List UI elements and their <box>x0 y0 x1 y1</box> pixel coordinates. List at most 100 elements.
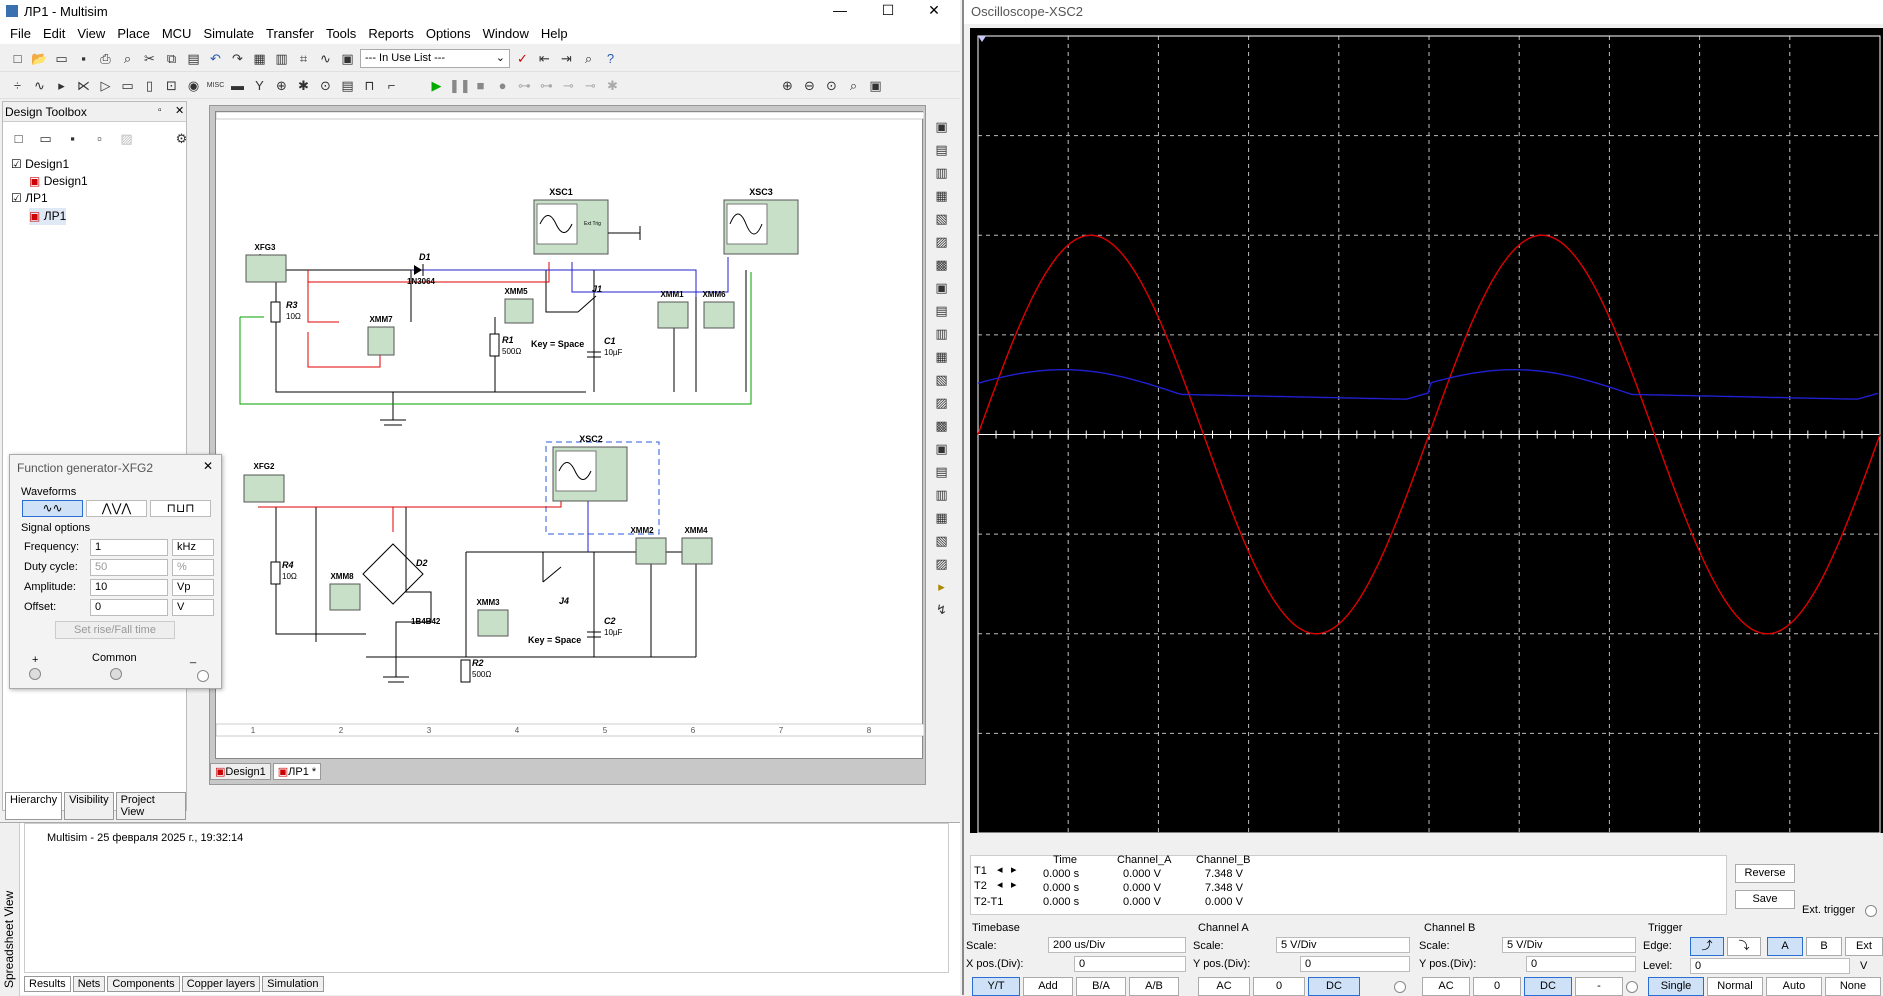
redo-icon[interactable]: ↷ <box>232 51 243 66</box>
tree-item-lr1-sheet[interactable]: ▣ ЛР1 <box>29 208 67 225</box>
spectrum-analyzer-icon[interactable]: ▨ <box>935 395 948 410</box>
delete-icon[interactable]: ▨ <box>120 131 133 146</box>
close-panel-icon[interactable]: ✕ <box>175 105 185 117</box>
advanced-icon[interactable]: ▬ <box>231 78 244 93</box>
tree-item-design1-sheet[interactable]: ▣ Design1 <box>29 174 88 188</box>
tree-item-lr1[interactable]: ☑ ЛР1 <box>11 191 48 205</box>
iv-analyzer-icon[interactable]: ▦ <box>935 349 948 364</box>
tab-copper-layers[interactable]: Copper layers <box>181 976 261 992</box>
save-icon[interactable]: ▪ <box>81 51 86 66</box>
tektronix-icon[interactable]: ▦ <box>935 510 948 525</box>
multimeter-icon[interactable]: ▣ <box>935 119 948 134</box>
pin-icon[interactable]: ▫ <box>158 105 162 116</box>
grapher-icon[interactable]: ⌗ <box>299 51 308 66</box>
sheet-tab-design1[interactable]: ▣Design1 <box>210 763 271 780</box>
back-annotate-icon[interactable]: ⇤ <box>539 51 550 66</box>
zoom-in-icon[interactable]: ⊕ <box>782 78 793 93</box>
open-icon[interactable]: ▭ <box>39 131 52 146</box>
channel-a-ac-button[interactable]: AC <box>1198 977 1250 996</box>
full-screen-icon[interactable]: ▣ <box>869 78 882 93</box>
r4-symbol[interactable] <box>270 561 281 585</box>
offset-input[interactable]: 0 <box>90 599 168 616</box>
xmm7-symbol[interactable] <box>367 326 395 356</box>
cut-icon[interactable]: ✂ <box>144 51 155 66</box>
xmm3-symbol[interactable] <box>477 609 509 637</box>
amplitude-input[interactable]: 10 <box>90 579 168 596</box>
bus-icon[interactable]: ⊓ <box>364 78 375 93</box>
trigger-level-input[interactable]: 0 <box>1690 958 1850 974</box>
t2-right-arrow-icon[interactable]: ▸ <box>1011 879 1017 891</box>
wattmeter-icon[interactable]: ▥ <box>935 165 948 180</box>
probe2-icon[interactable]: ⊶ <box>518 78 531 93</box>
analog-icon[interactable]: ▷ <box>100 78 111 93</box>
mcu-icon[interactable]: ✱ <box>298 78 309 93</box>
new-icon[interactable]: □ <box>13 51 22 66</box>
oscilloscope-screen[interactable] <box>970 28 1883 834</box>
timebase-scale-input[interactable]: 200 us/Div <box>1048 937 1186 953</box>
agilent-multimeter-icon[interactable]: ▤ <box>935 464 948 479</box>
ext-trigger-terminal-icon[interactable] <box>1865 905 1877 917</box>
save-button[interactable]: Save <box>1735 890 1795 909</box>
t1-left-arrow-icon[interactable]: ◂ <box>997 864 1003 876</box>
t2-left-arrow-icon[interactable]: ◂ <box>997 879 1003 891</box>
mixed-icon[interactable]: ⊡ <box>166 78 177 93</box>
diode-icon[interactable]: ▸ <box>58 78 65 93</box>
t1-right-arrow-icon[interactable]: ▸ <box>1011 864 1017 876</box>
cmos-icon[interactable]: ▯ <box>145 78 154 93</box>
zoom-area-icon[interactable]: ⊙ <box>826 78 837 93</box>
indicator-icon[interactable]: ◉ <box>187 78 200 93</box>
hierarchical-icon[interactable]: ▤ <box>341 78 354 93</box>
minimize-icon[interactable]: — <box>833 2 847 18</box>
set-rise-fall-button[interactable]: Set rise/Fall time <box>55 621 175 639</box>
zoom-fit-icon[interactable]: ⌕ <box>849 78 858 93</box>
r3-symbol[interactable] <box>270 301 281 323</box>
trigger-source-a-button[interactable]: A <box>1767 937 1803 956</box>
four-channel-oscilloscope-icon[interactable]: ▧ <box>935 211 948 226</box>
menu-simulate[interactable]: Simulate <box>203 25 255 41</box>
transistor-icon[interactable]: ⋉ <box>77 78 90 93</box>
probe5-icon[interactable]: ⊸ <box>585 78 596 93</box>
triangle-wave-button[interactable]: ⋀⋁⋀ <box>86 500 147 517</box>
duty-cycle-input[interactable]: 50 <box>90 559 168 576</box>
timebase-xpos-input[interactable]: 0 <box>1074 956 1186 972</box>
d1-symbol[interactable] <box>414 265 422 275</box>
open-folder-icon[interactable]: ▭ <box>55 51 68 66</box>
common-terminal-icon[interactable] <box>110 668 122 680</box>
basic-icon[interactable]: ∿ <box>34 78 45 93</box>
copy-icon[interactable]: ⧉ <box>166 51 177 66</box>
maximize-icon[interactable]: ☐ <box>881 2 895 18</box>
channel-b-zero-button[interactable]: 0 <box>1473 977 1521 996</box>
bode-plotter-icon[interactable]: ▨ <box>935 234 948 249</box>
a-b-button[interactable]: A/B <box>1129 977 1179 996</box>
sheet-tab-lr1[interactable]: ▣ЛР1 * <box>272 763 322 780</box>
tab-hierarchy[interactable]: Hierarchy <box>5 792 63 820</box>
tab-nets[interactable]: Nets <box>72 976 106 992</box>
xmm2-symbol[interactable] <box>635 537 667 565</box>
oscilloscope-icon[interactable]: ▦ <box>935 188 948 203</box>
probe-icon[interactable]: ● <box>498 78 507 93</box>
channel-a-zero-button[interactable]: 0 <box>1253 977 1305 996</box>
print-preview-icon[interactable]: ⌕ <box>123 51 132 66</box>
menu-place[interactable]: Place <box>117 25 150 41</box>
pause-icon[interactable]: ❚❚ <box>449 78 471 93</box>
menu-help[interactable]: Help <box>540 25 568 41</box>
save-icon[interactable]: ▪ <box>70 131 75 146</box>
new-sheet-icon[interactable]: ▫ <box>97 131 102 146</box>
falling-edge-button[interactable]: ⤵ <box>1727 937 1761 956</box>
square-wave-button[interactable]: ⊓⊔⊓ <box>150 500 211 517</box>
yt-button[interactable]: Y/T <box>972 977 1020 996</box>
settings-icon[interactable]: ⚙ <box>175 131 188 146</box>
xmm1-symbol[interactable] <box>657 301 689 329</box>
close-icon[interactable]: ✕ <box>928 2 940 18</box>
logic-converter-icon[interactable]: ▤ <box>935 303 948 318</box>
tab-simulation[interactable]: Simulation <box>262 976 324 992</box>
zoom-out-icon[interactable]: ⊖ <box>804 78 815 93</box>
function-generator-icon[interactable]: ▤ <box>935 142 948 157</box>
probe4-icon[interactable]: ⊸ <box>563 78 574 93</box>
channel-b-minus-button[interactable]: - <box>1575 977 1623 996</box>
toolbox-icon[interactable]: ▦ <box>253 51 266 66</box>
xmm8-symbol[interactable] <box>329 583 361 611</box>
tree-item-design1[interactable]: ☑ Design1 <box>11 157 70 171</box>
erc-icon[interactable]: ✓ <box>517 51 528 66</box>
menu-reports[interactable]: Reports <box>368 25 414 41</box>
